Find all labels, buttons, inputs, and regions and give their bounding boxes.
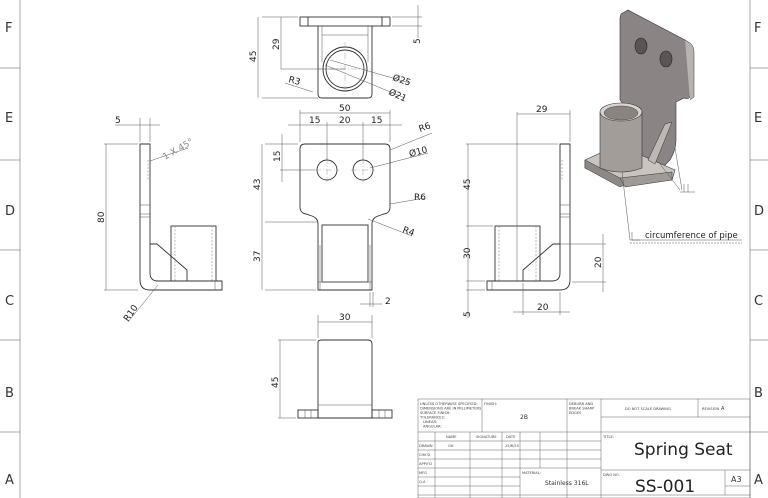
dim-top-depth: 29 <box>272 38 282 50</box>
dim-top-height: 45 <box>249 51 259 62</box>
col-header-date: DATE <box>506 435 516 439</box>
zone-label: B <box>754 386 763 401</box>
finish-label: FINISH: <box>484 402 497 406</box>
top-view: 45 29 5 R3 Ø25 Ø21 <box>249 5 423 105</box>
dim-top-radius: R3 <box>287 75 301 88</box>
dim-upper-height: 43 <box>253 179 263 190</box>
dim-inner-radius: R4 <box>401 225 416 239</box>
dim-left-thickness: 5 <box>115 116 121 126</box>
general-note-line: UNLESS OTHERWISE SPECIFIED: <box>420 402 478 406</box>
sheet-size: A3 <box>731 475 742 484</box>
right-view: 29 45 30 5 20 20 <box>463 105 606 318</box>
dim-gap: 2 <box>385 297 391 307</box>
weld-note: circumference of pipe <box>645 231 738 241</box>
bottom-view: 30 45 <box>271 313 393 419</box>
general-note-line: TOLERANCES: <box>419 416 445 420</box>
zone-labels-right: F E D C B A <box>754 21 764 488</box>
zone-label: A <box>5 473 14 488</box>
dim-neck-radius: R6 <box>414 193 426 203</box>
dim-front-width: 50 <box>339 104 351 114</box>
deburr-note: BREAK SHARP <box>569 407 595 411</box>
dim-right-offset: 29 <box>536 105 548 115</box>
general-note-line: DIMENSIONS ARE IN MILLIMETERS <box>420 407 482 411</box>
dim-bend-radius: R10 <box>122 303 141 323</box>
zone-label: B <box>5 386 14 401</box>
row-label: Q.A <box>419 480 426 484</box>
dim-right-base: 5 <box>463 311 473 317</box>
dim-lower-height: 37 <box>253 251 263 262</box>
title-block: UNLESS OTHERWISE SPECIFIED: DIMENSIONS A… <box>417 398 751 498</box>
dim-gusset-height: 20 <box>594 256 604 268</box>
row-label: DRAWN <box>419 444 433 448</box>
dim-cup-height: 30 <box>463 247 473 259</box>
deburr-note: DEBURR AND <box>569 402 593 406</box>
dim-left-offset: 15 <box>309 116 320 126</box>
zone-label: D <box>5 204 15 219</box>
dim-bottom-height: 45 <box>271 377 281 388</box>
do-not-scale-note: DO NOT SCALE DRAWING <box>625 407 671 411</box>
drawn-date: 25/6/25 <box>505 444 519 448</box>
dim-right-offset: 15 <box>371 116 382 126</box>
material-value: Stainless 316L <box>545 480 589 487</box>
isometric-view: circumference of pipe <box>584 9 742 244</box>
col-header-signature: SIGNATURE <box>476 435 497 439</box>
material-label: MATERIAL: <box>522 471 541 475</box>
zone-label: C <box>754 294 763 309</box>
finish-value: 2B <box>520 414 528 421</box>
dim-corner-radius: R6 <box>418 121 433 135</box>
title-label: TITLE: <box>602 435 614 439</box>
general-note-line: LINEAR: <box>423 420 437 424</box>
dim-chamfer: 1 X 45° <box>162 137 196 162</box>
zone-labels-left: F E D C B A <box>5 21 15 488</box>
col-header-name: NAME <box>446 435 457 439</box>
row-label: MFG <box>419 471 427 475</box>
zone-label: C <box>5 294 14 309</box>
deburr-note: EDGES <box>569 411 582 415</box>
zone-label: A <box>754 473 763 488</box>
dim-gusset-width: 20 <box>537 303 549 313</box>
drawn-name: GH <box>448 444 454 448</box>
dim-hole-spacing: 20 <box>339 116 351 126</box>
dim-top-thickness: 5 <box>413 38 423 44</box>
dim-left-height: 80 <box>97 211 107 223</box>
general-note-line: ANGULAR: <box>423 425 442 429</box>
row-label: APPV'D <box>419 462 432 466</box>
dim-hole-height: 15 <box>273 151 283 162</box>
dim-inner-diameter: Ø21 <box>387 87 408 105</box>
row-label: CHK'D <box>419 453 431 457</box>
dim-outer-diameter: Ø25 <box>391 72 412 88</box>
dwg-no-label: DWG NO. <box>603 473 620 477</box>
zone-label: D <box>754 204 764 219</box>
zone-label: F <box>754 21 761 36</box>
dim-hole-diameter: Ø10 <box>408 144 429 159</box>
dim-right-upper: 45 <box>463 179 473 190</box>
zone-label: F <box>5 21 12 36</box>
front-view: 50 15 20 15 R6 Ø10 15 43 37 R6 R4 2 <box>253 104 433 307</box>
dim-bottom-width: 30 <box>339 313 351 323</box>
general-note-line: SURFACE FINISH: <box>420 411 451 415</box>
revision-label: REVISION <box>702 407 719 411</box>
zone-label: E <box>754 111 762 126</box>
drawing-title: Spring Seat <box>634 440 733 460</box>
revision-value: A <box>721 406 725 412</box>
zone-label: E <box>5 111 13 126</box>
left-view: 5 1 X 45° 80 R10 <box>97 116 223 324</box>
drawing-number: SS-001 <box>635 477 695 497</box>
